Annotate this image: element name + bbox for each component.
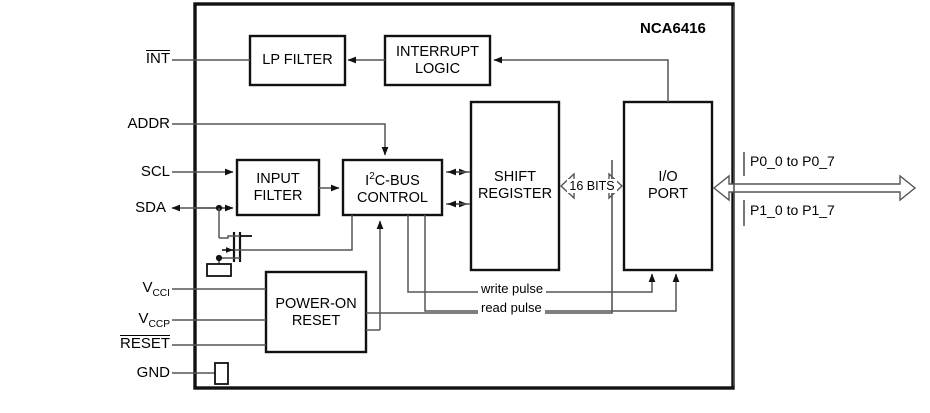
device-title: NCA6416 bbox=[640, 20, 706, 37]
pin-label-int-text: INT bbox=[145, 50, 170, 67]
pin-label-vccp-sub: CCP bbox=[148, 319, 170, 330]
signal-label-write-pulse: write pulse bbox=[478, 281, 547, 296]
block-label-io-port-line2: PORT bbox=[647, 186, 689, 203]
wire-addr bbox=[172, 123, 389, 156]
pin-label-addr-text: ADDR bbox=[127, 115, 170, 132]
pin-label-gnd-text: GND bbox=[136, 364, 170, 381]
wire-por-right-output bbox=[366, 160, 613, 314]
block-label-interrupt-logic: INTERRUPT LOGIC bbox=[385, 44, 490, 78]
block-label-shift-register: SHIFT REGISTER bbox=[468, 169, 562, 203]
wire-ioport-to-interrupt bbox=[493, 56, 669, 102]
pin-label-scl: SCL bbox=[82, 163, 170, 180]
block-label-shift-register-line2: REGISTER bbox=[477, 186, 553, 203]
block-label-io-port: I/O PORT bbox=[624, 169, 712, 203]
i2c-superscript-2: 2 bbox=[369, 171, 375, 182]
bus-label-16-bits: 16 BITS bbox=[567, 179, 617, 193]
pin-label-int: INT bbox=[92, 50, 170, 67]
block-label-lp-filter: LP FILTER bbox=[250, 52, 345, 69]
bus-label-port1: P1_0 to P1_7 bbox=[750, 202, 835, 218]
block-label-input-filter: INPUT FILTER bbox=[237, 171, 319, 205]
block-i2c-bus-control bbox=[341, 158, 444, 217]
block-label-power-on-reset-line2: RESET bbox=[291, 313, 341, 330]
pin-label-scl-text: SCL bbox=[140, 163, 170, 180]
wire-read-pulse bbox=[424, 215, 680, 312]
pin-label-sda: SDA bbox=[78, 199, 166, 216]
block-label-i2c-bus-control-line2: CONTROL bbox=[357, 189, 428, 206]
block-label-interrupt-logic-line1: INTERRUPT bbox=[396, 44, 479, 60]
block-io-port bbox=[622, 100, 714, 272]
block-interrupt-logic bbox=[383, 34, 492, 87]
junction-mosfet-source bbox=[215, 254, 223, 262]
bus-label-port0: P0_0 to P0_7 bbox=[750, 153, 835, 169]
block-label-input-filter-line2: FILTER bbox=[253, 188, 303, 205]
pin-label-addr: ADDR bbox=[82, 115, 170, 132]
device-boundary bbox=[193, 2, 735, 390]
block-label-power-on-reset: POWER-ON RESET bbox=[266, 296, 366, 330]
block-label-i2c-bus-control: I2C-BUS CONTROL bbox=[343, 171, 442, 207]
pin-label-vcci-sub: CCI bbox=[152, 288, 170, 299]
block-label-shift-register-line1: SHIFT bbox=[494, 169, 536, 185]
pad-vss-internal bbox=[206, 263, 232, 277]
pin-label-vcci-base: V bbox=[142, 279, 153, 296]
pin-label-vccp: VCCP bbox=[82, 310, 170, 330]
block-label-i2c-bus-control-line1: I2C-BUS bbox=[365, 171, 420, 189]
block-label-input-filter-line1: INPUT bbox=[256, 171, 300, 187]
block-label-lp-filter-line1: LP FILTER bbox=[262, 52, 333, 68]
pin-label-sda-text: SDA bbox=[135, 199, 166, 216]
wire-por-vccp-rail bbox=[366, 205, 410, 318]
block-label-io-port-line1: I/O bbox=[658, 169, 678, 185]
block-shift-register bbox=[469, 100, 561, 272]
signal-label-read-pulse: read pulse bbox=[478, 300, 545, 315]
pin-label-reset-text: RESET bbox=[119, 335, 170, 352]
pin-label-vcci: VCCI bbox=[82, 279, 170, 299]
pad-gnd bbox=[214, 362, 229, 385]
bus-port-arrow bbox=[712, 174, 917, 202]
block-power-on-reset bbox=[264, 270, 368, 354]
pin-label-reset: RESET bbox=[72, 335, 170, 352]
wire-i2c-to-mosfet-gate bbox=[234, 215, 353, 251]
pin-label-gnd: GND bbox=[82, 364, 170, 381]
mosfet-drain-to-sda bbox=[219, 235, 240, 239]
pin-label-vccp-base: V bbox=[138, 310, 149, 327]
block-label-power-on-reset-line1: POWER-ON bbox=[275, 296, 357, 312]
block-label-interrupt-logic-line2: LOGIC bbox=[414, 61, 461, 78]
